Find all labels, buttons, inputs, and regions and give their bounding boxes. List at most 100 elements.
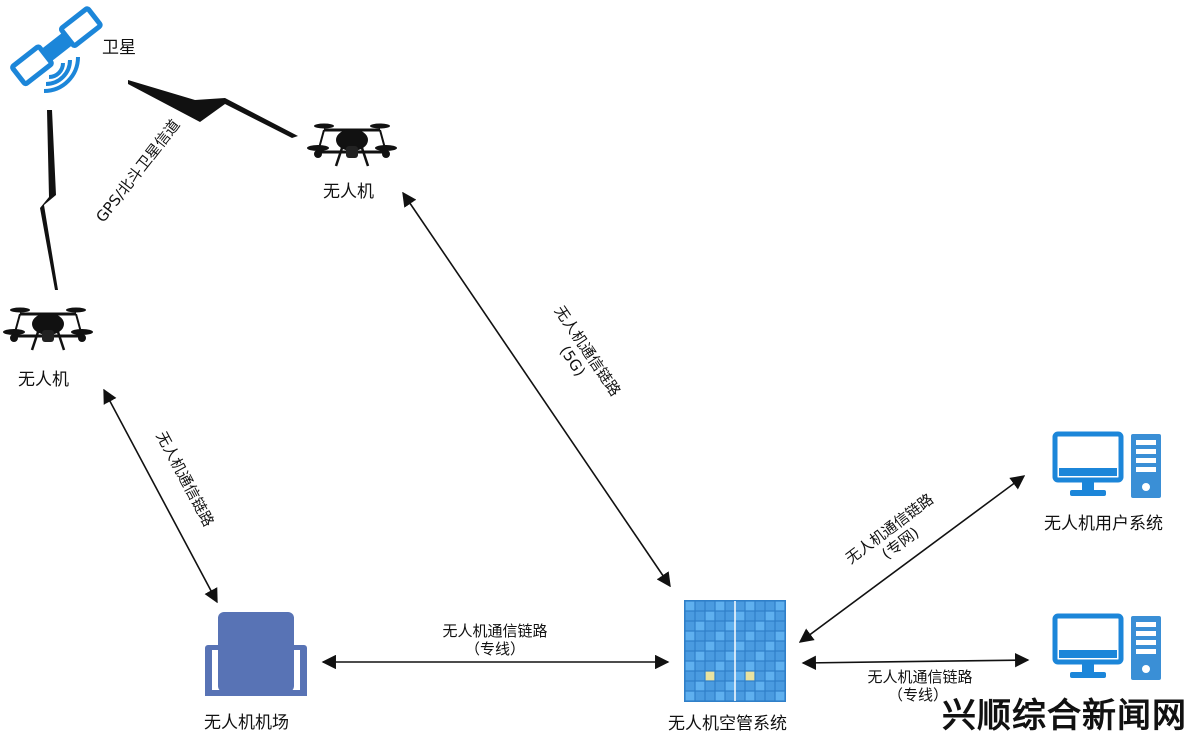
gps-lightning-vertical xyxy=(40,110,58,290)
atc-grid-cell xyxy=(745,691,755,701)
airport-icon xyxy=(205,612,307,696)
user-system-label: 无人机用户系统 xyxy=(1044,514,1163,534)
atc-grid-cell xyxy=(745,681,755,691)
atc-grid-cell xyxy=(705,681,715,691)
drone-left-icon xyxy=(1,306,95,352)
atc-grid-cell xyxy=(755,661,765,671)
atc-grid-cell xyxy=(775,611,785,621)
atc-grid-cell xyxy=(695,621,705,631)
atc-grid-cell xyxy=(735,641,745,651)
atc-grid-cell xyxy=(725,651,735,661)
atc-pc2-link-label: 无人机通信链路 （专线） xyxy=(840,668,1000,704)
atc-grid-cell xyxy=(715,631,725,641)
arrow-atc-second-pc xyxy=(801,652,1030,671)
gps-lightning-diagonal xyxy=(128,80,298,138)
atc-grid-cell xyxy=(745,651,755,661)
second-pc-icon xyxy=(1055,616,1161,680)
atc-grid-cell xyxy=(685,631,695,641)
atc-pc2-link-line2: （专线） xyxy=(888,686,949,704)
atc-grid-cell xyxy=(765,611,775,621)
atc-grid-cell xyxy=(735,631,745,641)
atc-grid-cell xyxy=(755,601,765,611)
atc-grid-cell xyxy=(735,681,745,691)
atc-grid-cell xyxy=(715,611,725,621)
atc-grid-cell xyxy=(685,641,695,651)
atc-grid-cell xyxy=(765,601,775,611)
atc-grid-cell xyxy=(735,691,745,701)
drone-left-label: 无人机 xyxy=(18,370,69,390)
atc-grid-cell xyxy=(755,691,765,701)
atc-grid-cell xyxy=(775,661,785,671)
atc-grid-cell xyxy=(685,611,695,621)
arrow-atc-user-system xyxy=(798,475,1026,643)
atc-grid-cell xyxy=(695,631,705,641)
atc-grid-cell xyxy=(735,611,745,621)
atc-grid-cell xyxy=(705,651,715,661)
atc-grid-cell xyxy=(685,681,695,691)
drone-top-label: 无人机 xyxy=(323,182,374,202)
atc-grid-cell xyxy=(775,631,785,641)
atc-grid-cell xyxy=(725,661,735,671)
atc-grid-cell xyxy=(745,641,755,651)
atc-grid-cell xyxy=(745,621,755,631)
atc-grid-cell xyxy=(775,641,785,651)
arrow-drone-top-atc xyxy=(402,191,671,588)
atc-pc2-link-line1: 无人机通信链路 xyxy=(867,668,973,686)
drone-top-icon xyxy=(305,122,399,168)
atc-grid-cell xyxy=(705,601,715,611)
atc-grid-cell xyxy=(755,681,765,691)
atc-system-label: 无人机空管系统 xyxy=(668,714,787,734)
atc-grid-cell xyxy=(685,601,695,611)
atc-grid-cell xyxy=(755,631,765,641)
satellite-label: 卫星 xyxy=(102,38,136,58)
atc-grid-cell xyxy=(695,611,705,621)
atc-grid-cell xyxy=(685,651,695,661)
atc-grid-cell xyxy=(725,631,735,641)
atc-grid-cell xyxy=(755,621,765,631)
arrow-drone-left-airport xyxy=(103,388,218,604)
atc-grid-cell xyxy=(775,671,785,681)
atc-grid-cell xyxy=(735,621,745,631)
atc-grid-cell xyxy=(695,661,705,671)
atc-grid-cell xyxy=(705,641,715,651)
atc-grid-cell xyxy=(745,661,755,671)
atc-grid-cell xyxy=(725,671,735,681)
atc-grid-cell xyxy=(765,631,775,641)
atc-grid-cell xyxy=(715,691,725,701)
atc-grid-cell xyxy=(715,621,725,631)
atc-grid-cell xyxy=(725,611,735,621)
atc-grid-cell xyxy=(725,691,735,701)
atc-grid-cell xyxy=(775,691,785,701)
atc-grid-cell xyxy=(725,621,735,631)
atc-grid-cell xyxy=(745,671,755,681)
atc-grid-cell xyxy=(695,641,705,651)
atc-grid-cell xyxy=(765,661,775,671)
atc-grid-cell xyxy=(765,681,775,691)
atc-system-icon xyxy=(684,600,786,702)
watermark-text: 兴顺综合新闻网 xyxy=(942,696,1187,736)
atc-grid-cell xyxy=(755,651,765,661)
atc-grid-cell xyxy=(705,691,715,701)
atc-grid-cell xyxy=(715,651,725,661)
atc-grid-cell xyxy=(705,631,715,641)
atc-grid-cell xyxy=(765,671,775,681)
atc-grid-cell xyxy=(735,671,745,681)
airport-atc-link-line2: （专线） xyxy=(464,640,525,658)
atc-grid-cell xyxy=(685,671,695,681)
atc-grid-cell xyxy=(715,661,725,671)
atc-grid-cell xyxy=(695,681,705,691)
atc-grid-cell xyxy=(725,681,735,691)
airport-label: 无人机机场 xyxy=(204,713,289,733)
atc-grid-cell xyxy=(685,621,695,631)
atc-grid-cell xyxy=(765,651,775,661)
atc-grid-cell xyxy=(765,641,775,651)
atc-grid-cell xyxy=(695,601,705,611)
atc-grid-cell xyxy=(755,671,765,681)
atc-grid-cell xyxy=(715,641,725,651)
atc-grid-cell xyxy=(705,661,715,671)
atc-grid-cell xyxy=(695,671,705,681)
atc-grid-cell xyxy=(775,621,785,631)
atc-grid-cell xyxy=(705,611,715,621)
atc-grid-cell xyxy=(775,601,785,611)
